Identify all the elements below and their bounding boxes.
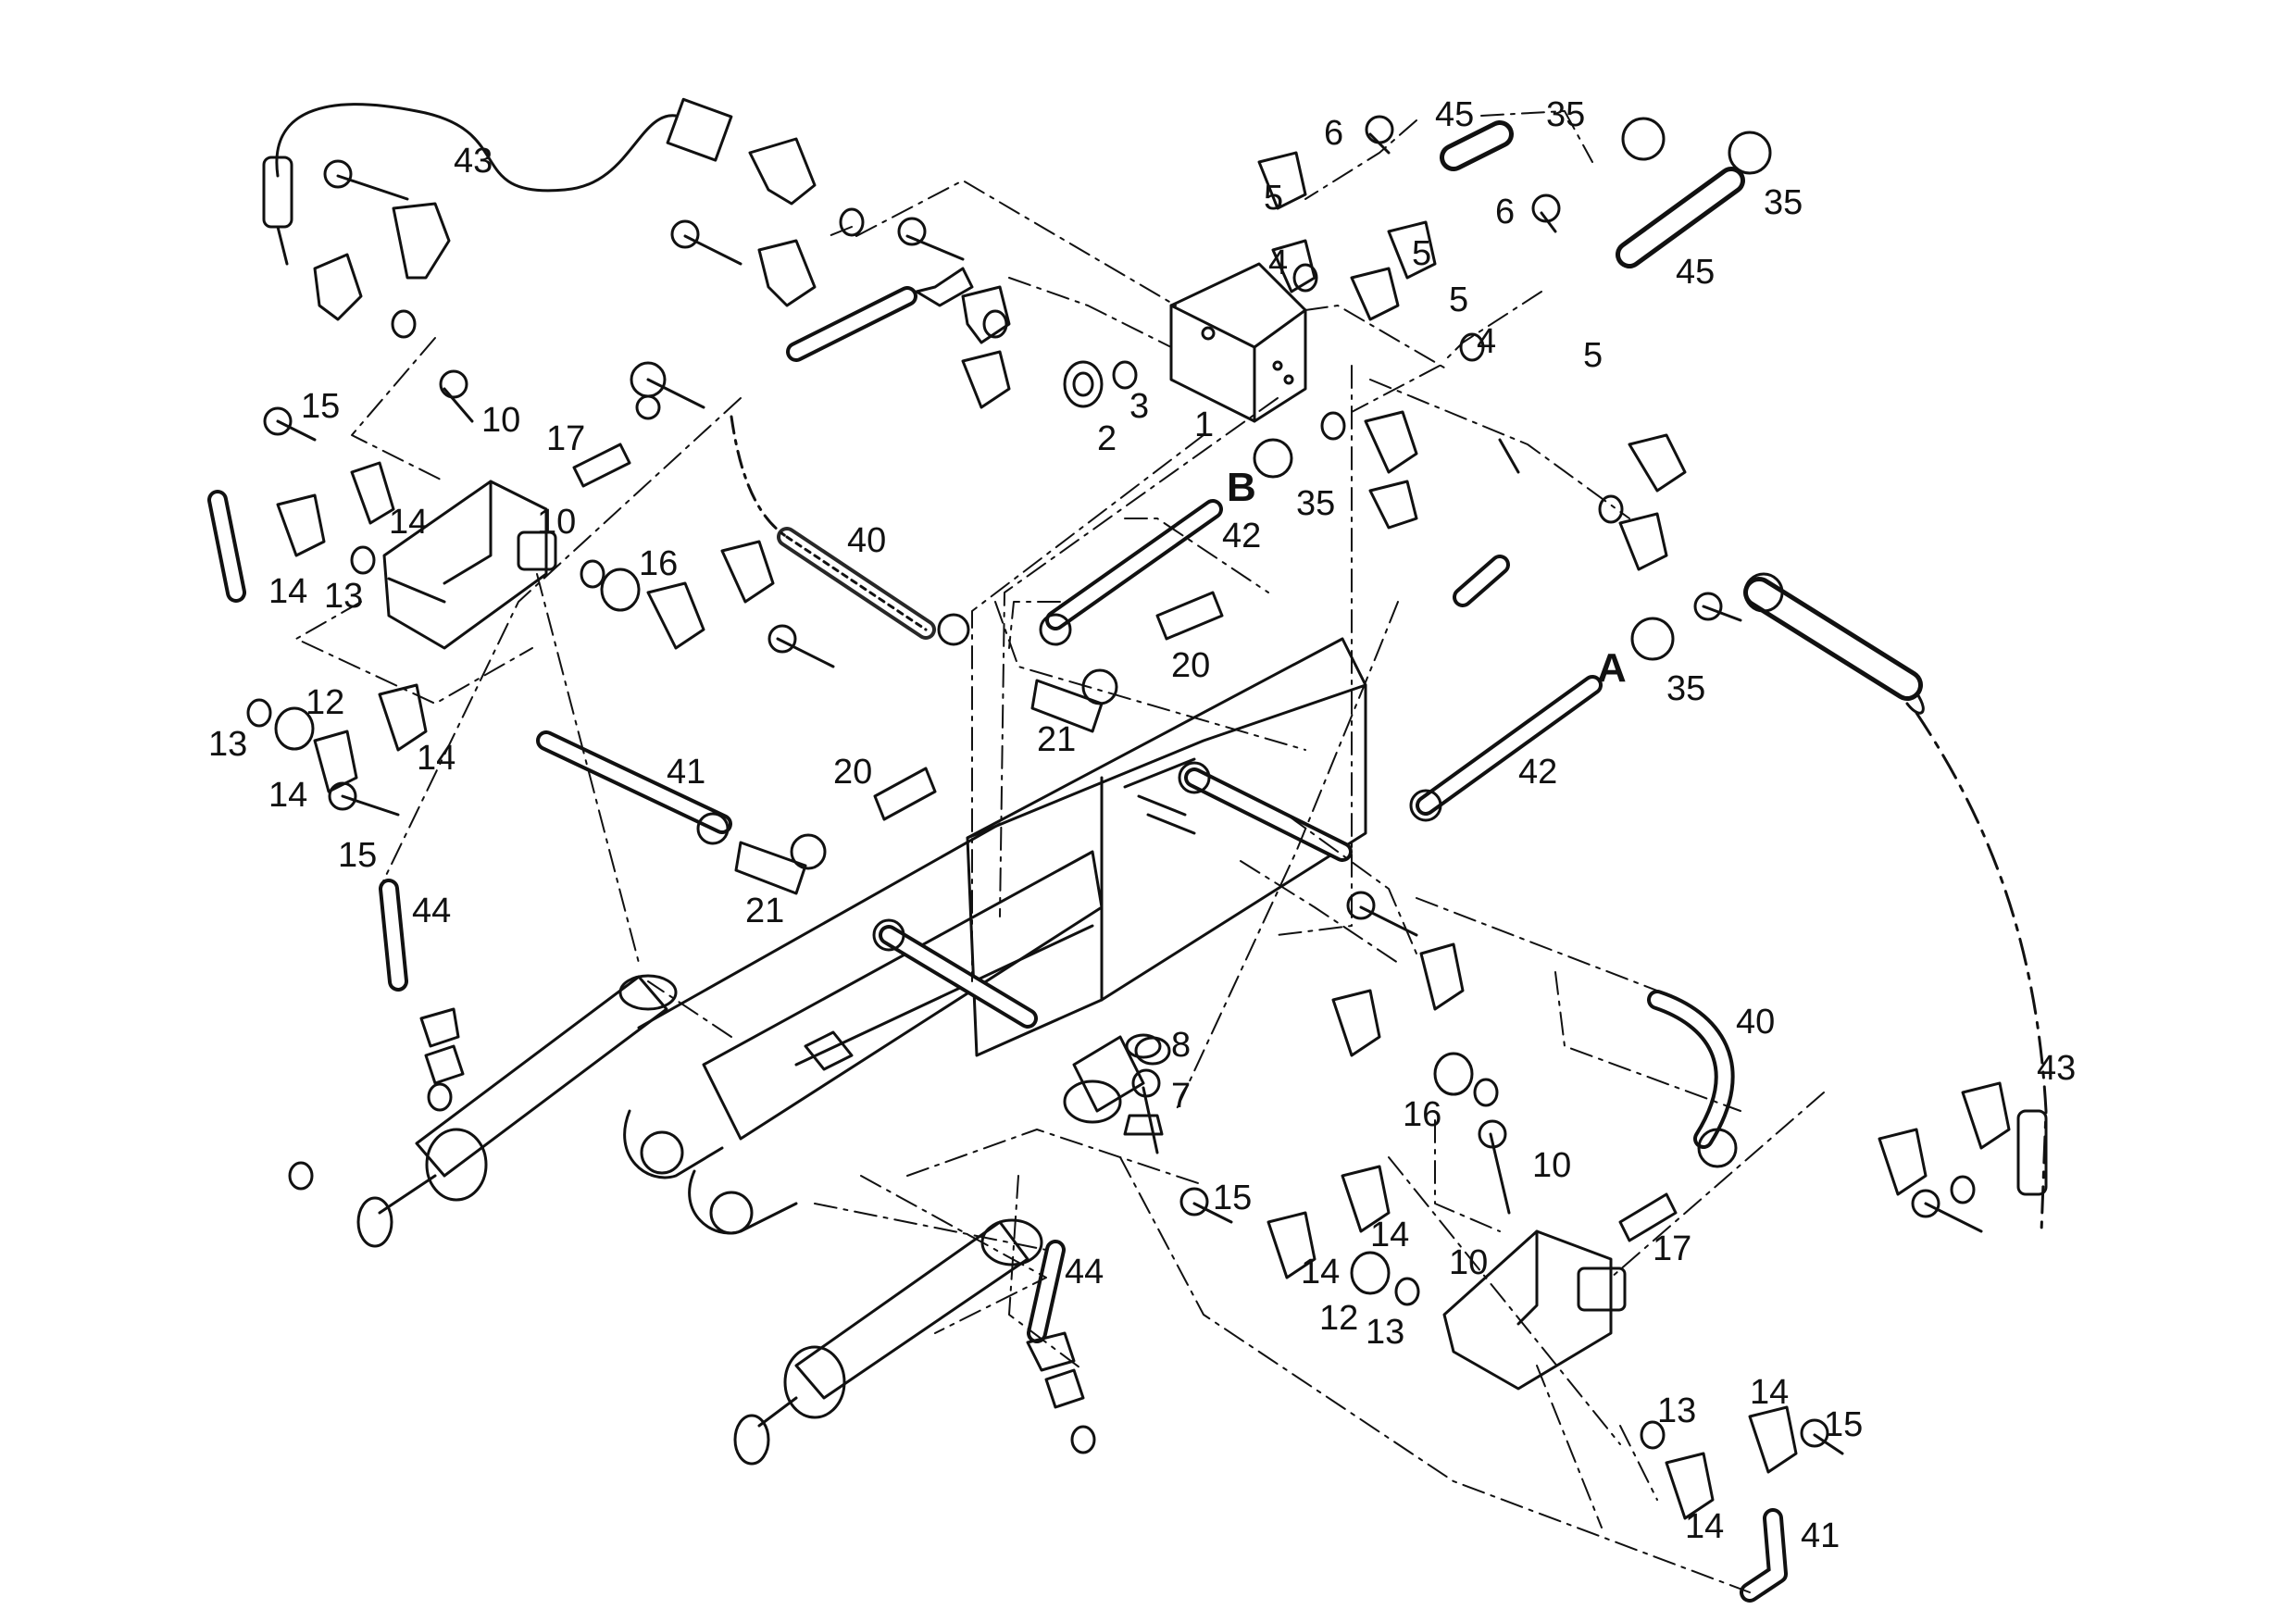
label-14-a: 14 — [389, 503, 429, 542]
braided-hoses — [207, 120, 1923, 1603]
label-3: 3 — [1129, 387, 1150, 426]
assembly-lines — [295, 110, 1825, 1593]
label-15-mid: 15 — [1213, 1179, 1253, 1217]
label-14-e: 14 — [1370, 1216, 1410, 1254]
label-20-right: 20 — [1171, 646, 1211, 685]
label-13-a: 13 — [324, 577, 364, 616]
label-17-right: 17 — [1653, 1229, 1692, 1268]
label-14-b: 14 — [268, 572, 308, 611]
valve-block — [1169, 262, 1307, 423]
hose-43-right-fitting — [2016, 1109, 2048, 1196]
hose-43-left — [275, 103, 678, 193]
label-13-b: 13 — [208, 725, 248, 764]
label-45-mid: 45 — [1676, 253, 1716, 292]
label-13-d: 13 — [1657, 1391, 1697, 1430]
left-cylinder — [356, 974, 678, 1248]
valve-unit-left — [382, 480, 557, 650]
label-14-d: 14 — [268, 776, 308, 815]
label-1: 1 — [1194, 406, 1215, 444]
view-marker-b: B — [1227, 465, 1256, 510]
label-15-upper-left: 15 — [301, 387, 341, 426]
label-13-c: 13 — [1366, 1313, 1405, 1352]
hose-43-left-elbow — [276, 225, 289, 266]
label-16-left: 16 — [639, 544, 679, 583]
label-5-d: 5 — [1583, 336, 1603, 375]
label-8: 8 — [1171, 1026, 1192, 1065]
label-20-left: 20 — [833, 753, 873, 792]
label-45-top: 45 — [1435, 95, 1475, 134]
label-10-right: 10 — [1449, 1243, 1489, 1282]
label-21-right: 21 — [1037, 720, 1077, 759]
label-41-right: 41 — [1801, 1516, 1841, 1555]
label-35-top: 35 — [1546, 95, 1586, 134]
label-21-left: 21 — [745, 892, 785, 930]
label-14-g: 14 — [1750, 1373, 1790, 1412]
label-5-c: 5 — [1449, 281, 1469, 319]
label-35-a: 35 — [1666, 669, 1706, 708]
label-16-right: 16 — [1403, 1095, 1442, 1134]
label-44-left: 44 — [412, 892, 452, 930]
label-42-lower: 42 — [1518, 753, 1558, 792]
label-14-c: 14 — [417, 739, 456, 778]
label-40-right: 40 — [1736, 1003, 1776, 1042]
label-6-top: 6 — [1324, 114, 1344, 153]
label-17-left: 17 — [546, 419, 586, 458]
label-11-right: 10 — [1532, 1146, 1572, 1185]
label-41-left: 41 — [667, 753, 706, 792]
label-35-b: 35 — [1296, 484, 1336, 523]
label-4-top: 4 — [1268, 243, 1289, 282]
label-43-left: 43 — [454, 142, 493, 181]
label-44-right: 44 — [1065, 1253, 1104, 1291]
label-15-left: 15 — [338, 836, 378, 875]
boom-frame — [623, 637, 1367, 1235]
label-12-right: 12 — [1319, 1299, 1359, 1338]
label-14-f: 14 — [1301, 1253, 1341, 1291]
label-5-a: 5 — [1264, 179, 1284, 218]
hose-43-right — [1915, 711, 2048, 1233]
label-14-h: 14 — [1685, 1507, 1725, 1546]
label-11-left: 10 — [481, 401, 521, 440]
view-marker-a: A — [1597, 645, 1627, 691]
label-40-upper: 40 — [847, 521, 887, 560]
label-10-left: 10 — [537, 503, 577, 542]
label-42-upper: 42 — [1222, 517, 1262, 555]
label-12-left: 12 — [306, 683, 345, 722]
label-43-right: 43 — [2037, 1049, 2077, 1088]
label-4-mid: 4 — [1477, 322, 1497, 361]
valve-unit-right — [1442, 1229, 1627, 1391]
label-5-b: 5 — [1412, 234, 1432, 273]
label-15-right: 15 — [1824, 1405, 1864, 1444]
label-35-right: 35 — [1764, 183, 1803, 222]
label-7: 7 — [1171, 1077, 1192, 1116]
hose-43-left-fitting-top — [666, 97, 733, 162]
label-2: 2 — [1097, 419, 1117, 458]
label-6-mid: 6 — [1495, 193, 1516, 231]
hardware-parts — [246, 115, 2011, 1520]
